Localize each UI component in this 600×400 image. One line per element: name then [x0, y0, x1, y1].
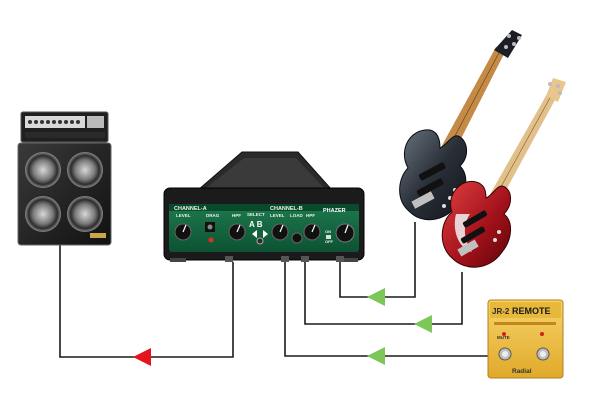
phazer-label: PHAZER	[323, 208, 346, 214]
wire-amp-output	[59, 245, 234, 358]
arrow-input-green-1	[367, 288, 385, 306]
select-footswitch[interactable]	[252, 230, 268, 245]
hpf-a-knob[interactable]	[228, 223, 246, 241]
level-a-label: LEVEL	[176, 213, 191, 218]
select-label: SELECT	[247, 212, 265, 217]
arrow-output-red	[133, 348, 151, 366]
speaker-cone	[67, 152, 103, 188]
headstock	[494, 30, 522, 58]
load-knob[interactable]	[291, 232, 303, 244]
remote-subtitle: REMOTE	[512, 306, 551, 316]
select-footswitch-remote[interactable]	[536, 347, 550, 361]
drag-switch[interactable]	[205, 222, 215, 243]
level-b-knob[interactable]	[271, 223, 289, 241]
ab-switcher: CHANNEL-A CHANNEL-B SELECT A B PHAZER LE…	[163, 151, 365, 262]
on-label: ON	[325, 229, 331, 234]
hpf-b-label: HPF	[306, 213, 315, 218]
mute-led	[502, 332, 506, 336]
speaker-cone	[25, 152, 61, 188]
ab-label: A B	[249, 220, 263, 229]
load-label: LOAD	[290, 213, 303, 218]
radial-logo: Radial	[512, 368, 532, 375]
mute-footswitch[interactable]	[498, 347, 512, 361]
level-b-label: LEVEL	[270, 213, 285, 218]
hpf-b-knob[interactable]	[303, 223, 321, 241]
wire-remote	[284, 262, 488, 357]
arrow-input-green-3	[367, 347, 385, 365]
remote-led	[540, 332, 544, 336]
channel-a-label: CHANNEL-A	[174, 206, 207, 212]
speaker-cone	[25, 196, 61, 232]
speaker-cone	[67, 196, 103, 232]
bass-guitar-red	[441, 78, 566, 268]
phazer-switch[interactable]	[326, 235, 331, 239]
hpf-a-label: HPF	[232, 213, 241, 218]
mute-label: MUTE	[497, 335, 510, 340]
remote-title: JR-2	[492, 307, 510, 316]
bass-amp-stack	[17, 111, 112, 246]
level-a-knob[interactable]	[174, 223, 192, 241]
drag-label: DRAG	[206, 213, 220, 218]
wire-bass-red	[304, 262, 463, 325]
jr2-remote-footswitch: JR-2 REMOTE MUTE Radial	[487, 299, 564, 379]
phazer-knob[interactable]	[335, 223, 355, 243]
guitar-body	[441, 180, 511, 268]
channel-b-label: CHANNEL-B	[270, 206, 303, 212]
bass-guitar-black	[399, 30, 522, 221]
arrow-input-green-2	[414, 315, 432, 333]
off-label: OFF	[325, 239, 334, 244]
